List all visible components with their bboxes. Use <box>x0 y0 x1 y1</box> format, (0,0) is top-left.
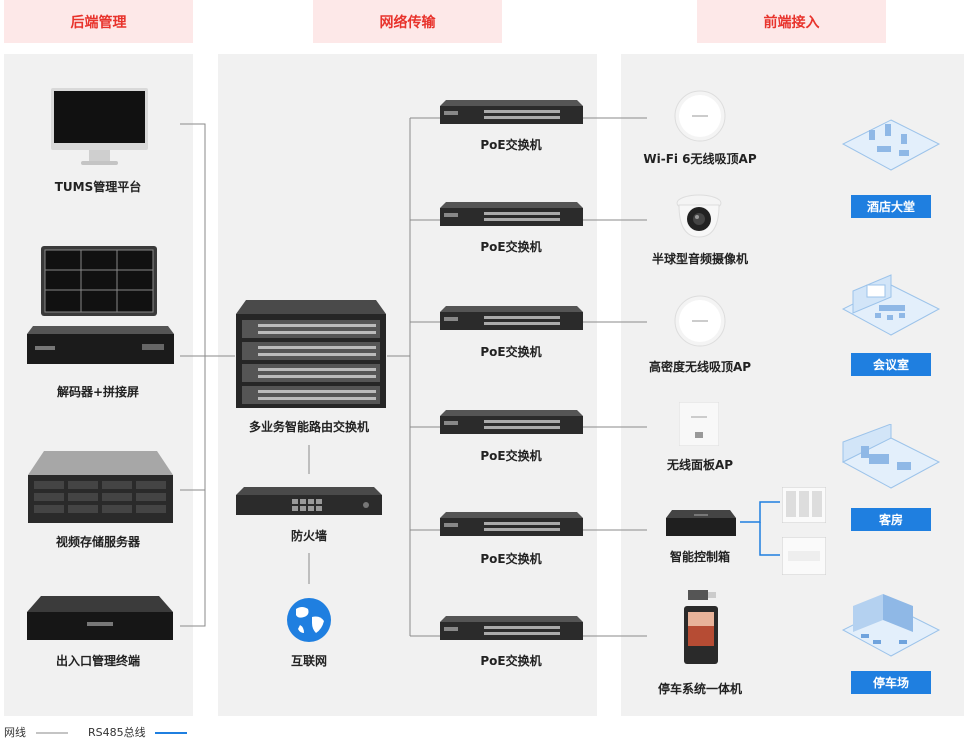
poe-switch-label: PoE交换机 <box>480 240 542 254</box>
firewall-label: 防火墙 <box>290 529 328 543</box>
poe-switch-icon <box>440 410 583 434</box>
meeting-room-scene-icon <box>839 271 943 351</box>
legend-network-line-label: 网线 <box>4 726 26 739</box>
control-box-icon <box>666 510 736 536</box>
poe-switch-label: PoE交换机 <box>480 552 542 566</box>
globe-icon <box>286 597 332 643</box>
front-device-label: 无线面板AP <box>666 458 734 472</box>
legend: 网线 <box>4 724 26 740</box>
decoder-screen-icon <box>27 246 174 366</box>
backend-device-label: TUMS管理平台 <box>54 180 142 194</box>
scene-label: 会议室 <box>851 353 931 376</box>
front-device-label: 高密度无线吸顶AP <box>648 360 752 374</box>
front-device-label: 停车系统一体机 <box>657 682 743 696</box>
scene-label: 客房 <box>851 508 931 531</box>
scene-label: 停车场 <box>851 671 931 694</box>
front-device-label: 半球型音频摄像机 <box>651 252 749 266</box>
router-switch-label: 多业务智能路由交换机 <box>248 420 370 434</box>
poe-switch-icon <box>440 616 583 640</box>
access-terminal-icon <box>27 596 173 642</box>
poe-switch-icon <box>440 306 583 330</box>
poe-switch-label: PoE交换机 <box>480 654 542 668</box>
poe-switch-icon <box>440 202 583 226</box>
router-switch-icon <box>236 300 386 408</box>
legend-rs485-label: RS485总线 <box>88 726 146 739</box>
tums-monitor-icon <box>51 88 148 168</box>
legend: RS485总线 <box>88 724 146 740</box>
wall-switch-panel-icon <box>781 536 827 576</box>
section-header-network: 网络传输 <box>313 0 502 43</box>
poe-switch-label: PoE交换机 <box>480 138 542 152</box>
ceiling-ap-icon <box>674 295 726 347</box>
section-header-backend: 后端管理 <box>4 0 193 43</box>
backend-device-label: 解码器+拼接屏 <box>56 385 140 399</box>
poe-switch-label: PoE交换机 <box>480 449 542 463</box>
front-device-label: Wi-Fi 6无线吸顶AP <box>643 152 757 166</box>
panel-ap-icon <box>678 401 720 447</box>
section-header-frontend: 前端接入 <box>697 0 886 43</box>
scene-label: 酒店大堂 <box>851 195 931 218</box>
front-device-label: 智能控制箱 <box>669 550 731 564</box>
parking-lot-scene-icon <box>839 586 943 666</box>
poe-switch-icon <box>440 512 583 536</box>
hotel-lobby-scene-icon <box>839 110 943 190</box>
backend-device-label: 视频存储服务器 <box>55 535 141 549</box>
ceiling-ap-icon <box>674 90 726 142</box>
storage-server-icon <box>28 451 173 523</box>
dome-camera-icon <box>675 193 723 241</box>
internet-label: 互联网 <box>290 654 328 668</box>
guest-room-scene-icon <box>839 423 943 504</box>
firewall-icon <box>236 487 382 517</box>
poe-switch-icon <box>440 100 583 124</box>
wall-switch-panel-icon <box>781 486 827 524</box>
parking-machine-icon <box>682 590 720 664</box>
backend-device-label: 出入口管理终端 <box>55 654 141 668</box>
poe-switch-label: PoE交换机 <box>480 345 542 359</box>
